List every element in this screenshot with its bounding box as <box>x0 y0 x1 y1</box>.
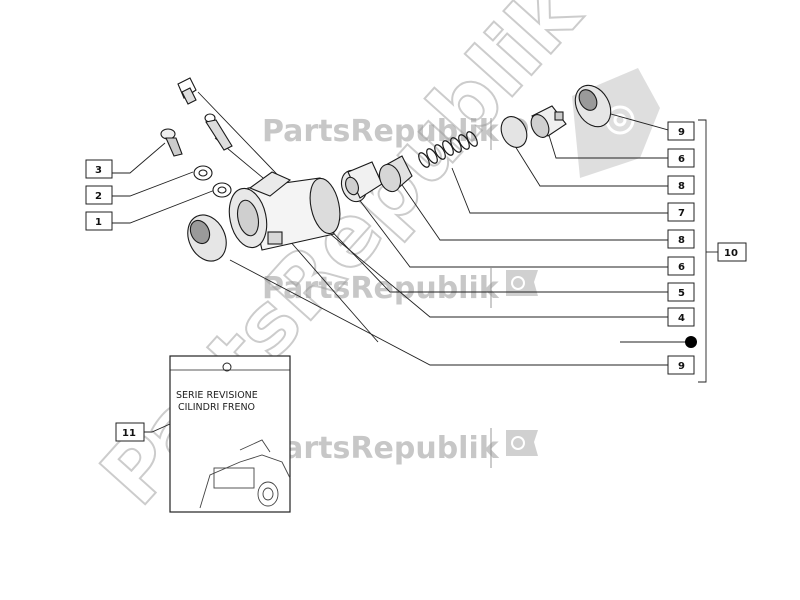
part-spring <box>418 131 478 168</box>
callout-label: 1 <box>95 217 102 228</box>
callout-label: 11 <box>122 428 136 439</box>
callout-label: 8 <box>678 181 685 192</box>
callout-label: 3 <box>95 165 102 176</box>
repair-kit-package: SERIE REVISIONE CILINDRI FRENO <box>169 355 291 513</box>
part-bleed-screw <box>177 77 197 105</box>
callout-label: 9 <box>678 127 685 138</box>
part-screw <box>160 128 183 157</box>
brand-logo-icon <box>222 362 232 372</box>
callout-right-5: 8 <box>667 229 695 249</box>
callout-3: 3 <box>85 159 113 179</box>
kit-illustration <box>199 439 291 509</box>
callout-label: 6 <box>678 262 685 273</box>
watermark-row-1: PartsRepublik <box>262 114 528 150</box>
bullet-dot <box>685 336 697 348</box>
callout-label: 2 <box>95 191 102 202</box>
callout-right-8: 4 <box>667 307 695 327</box>
callout-label: 4 <box>678 313 685 324</box>
callout-right-9: 9 <box>667 355 695 375</box>
callout-label: 5 <box>678 288 685 299</box>
callout-right-6: 6 <box>667 256 695 276</box>
callout-right-4: 7 <box>667 202 695 222</box>
watermark-text: PartsRepublik <box>262 114 500 149</box>
callout-label: 9 <box>678 361 685 372</box>
callout-1: 1 <box>85 211 113 231</box>
flag-icon <box>506 430 538 456</box>
callout-label: 6 <box>678 154 685 165</box>
callout-right-1: 9 <box>667 121 695 141</box>
part-washer-small <box>212 182 232 198</box>
callout-2: 2 <box>85 185 113 205</box>
part-piston <box>340 161 383 203</box>
part-cup-seal <box>378 155 413 193</box>
part-seal-ring <box>500 116 528 148</box>
kit-title-line2: CILINDRI FRENO <box>178 402 255 413</box>
part-bleeder-valve <box>204 113 233 151</box>
flag-icon <box>506 270 538 296</box>
callout-label: 8 <box>678 235 685 246</box>
callout-label: 10 <box>724 248 738 259</box>
part-dust-boot-right <box>574 84 612 128</box>
part-washer <box>193 165 213 181</box>
part-wheel-cylinder <box>228 171 341 251</box>
watermark-text: PartsRepublik <box>262 431 500 466</box>
callout-right-3: 8 <box>667 175 695 195</box>
callout-group-10: 10 <box>717 242 747 262</box>
callout-right-2: 6 <box>667 148 695 168</box>
kit-title-line1: SERIE REVISIONE <box>176 390 258 401</box>
part-dust-boot <box>187 214 227 262</box>
watermark-gear-icon-large <box>572 68 660 178</box>
callout-kit-11: 11 <box>115 422 145 442</box>
callout-label: 7 <box>678 208 685 219</box>
watermark-row-2: PartsRepublik <box>262 268 538 308</box>
watermark-text: PartsRepublik <box>262 271 500 306</box>
part-piston-right <box>530 105 567 138</box>
watermark-row-3: PartsRepublik <box>262 428 538 468</box>
callout-right-7: 5 <box>667 282 695 302</box>
